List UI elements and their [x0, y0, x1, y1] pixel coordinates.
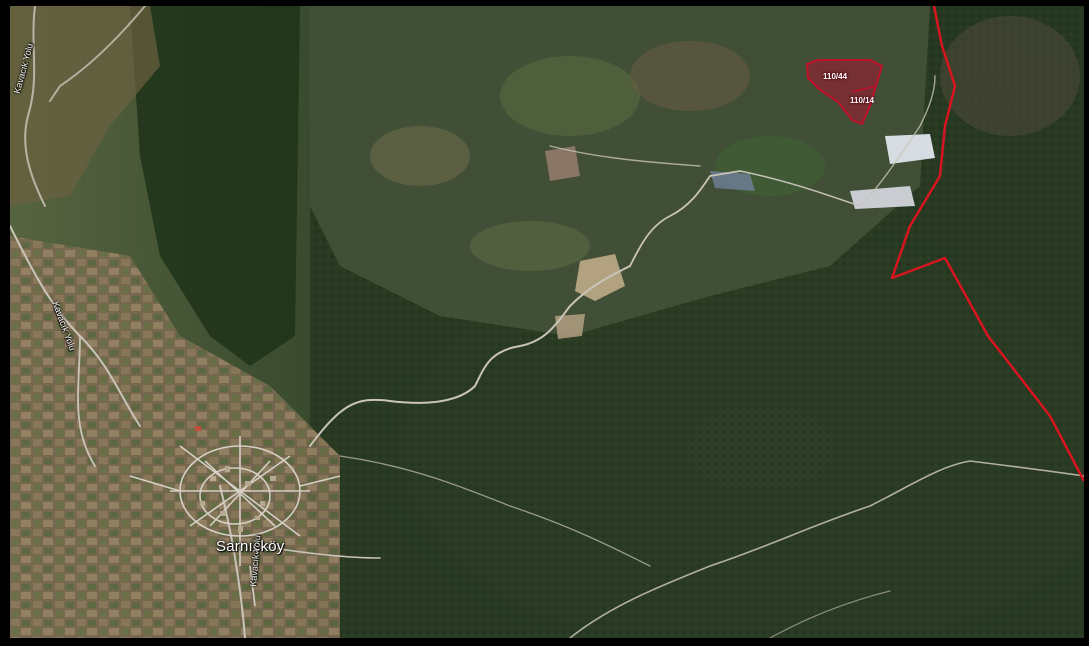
- administrative-boundary-line: [890, 6, 1084, 482]
- solar-field: [885, 134, 935, 164]
- clearing: [630, 41, 750, 111]
- satellite-map[interactable]: 110/44 110/14 Sarnıçköy Kavacık Yolu Kav…: [10, 6, 1084, 638]
- solar-field: [850, 186, 915, 209]
- place-label-sarnickoy[interactable]: Sarnıçköy: [216, 538, 285, 555]
- village-streets: [129, 436, 341, 607]
- farmland-south: [10, 236, 340, 638]
- bare-soil: [545, 146, 580, 181]
- parcel-label-110-14: 110/14: [850, 96, 875, 105]
- road-network: [10, 6, 1084, 638]
- clearing: [470, 221, 590, 271]
- clearing-east: [940, 16, 1080, 136]
- map-canvas: [10, 6, 1084, 638]
- farmland-north: [10, 6, 160, 206]
- clearing: [500, 56, 640, 136]
- village-buildings: [195, 426, 276, 532]
- parcel-110-44[interactable]: [805, 59, 884, 126]
- bare-soil: [555, 314, 585, 339]
- parcel-label-110-44: 110/44: [823, 72, 848, 81]
- bare-soil: [575, 254, 625, 301]
- clearing: [370, 126, 470, 186]
- forest-ridge: [130, 6, 300, 366]
- upland-mosaic: [310, 6, 930, 336]
- solar-field: [710, 171, 755, 191]
- parcel-divider: [851, 85, 877, 93]
